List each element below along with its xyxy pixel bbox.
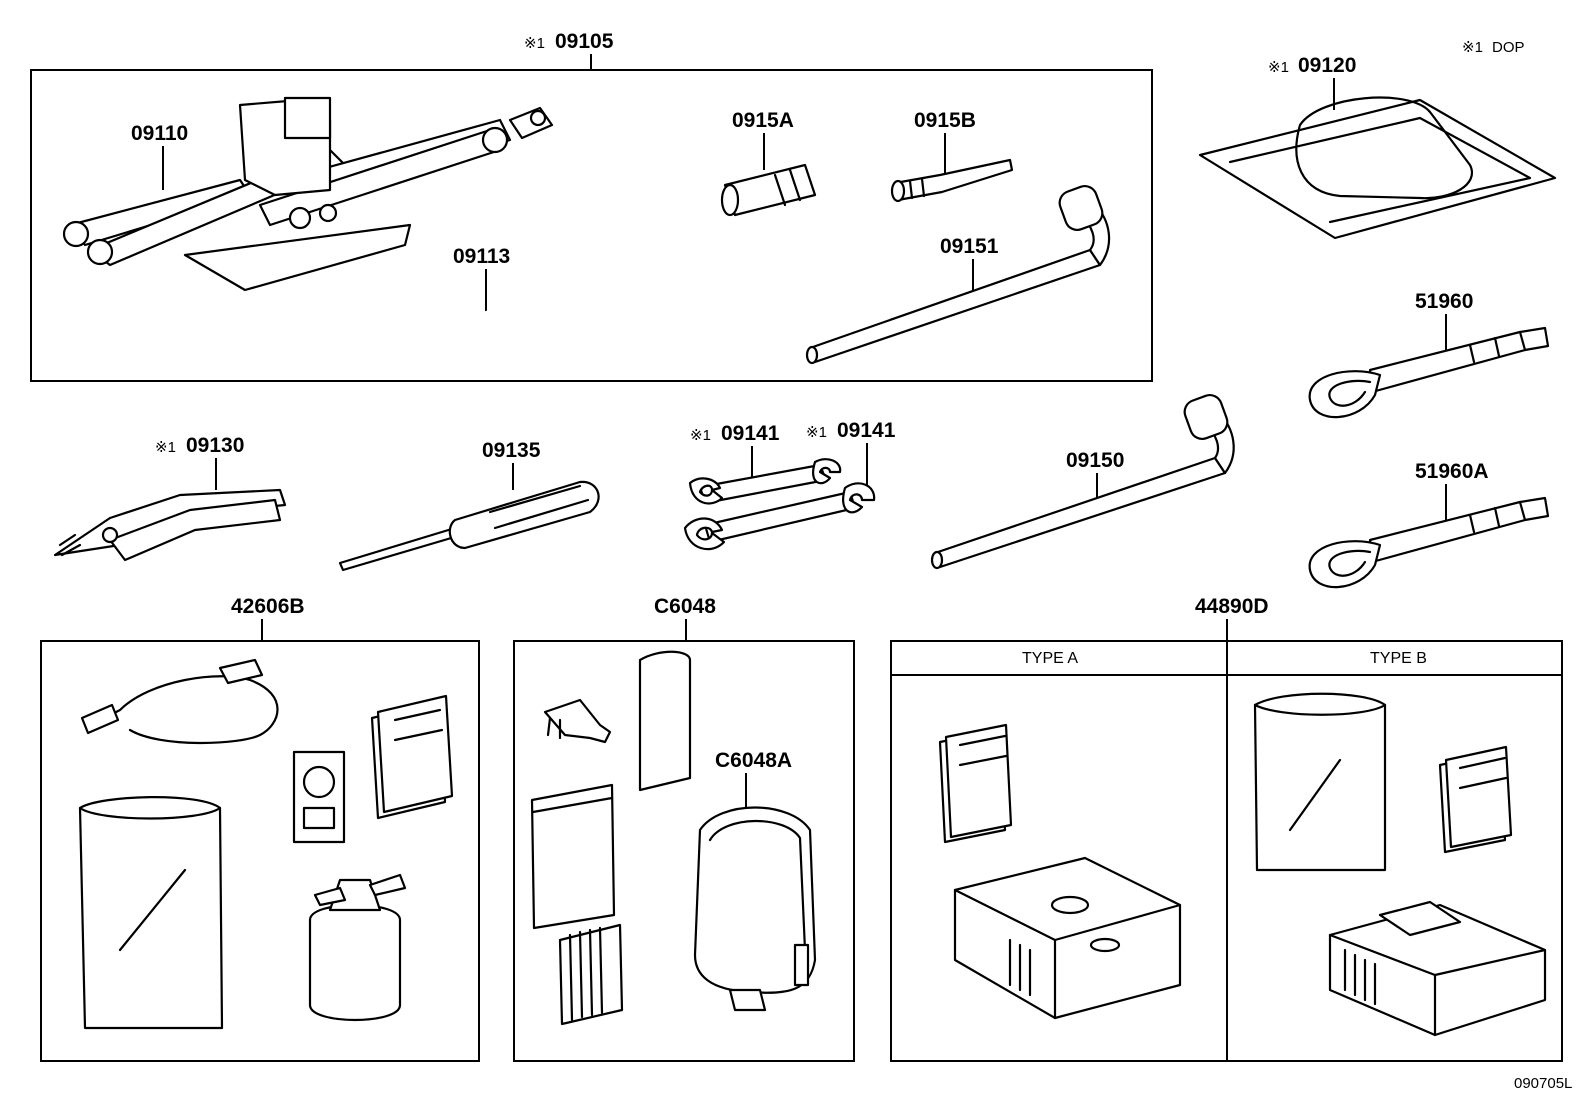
compressor-icon [953,856,1182,1020]
manual-booklet-icon [558,923,624,1026]
dop-note-mark: ※1 [1462,39,1483,56]
part-09141-b[interactable]: ※1 09141 [683,419,896,551]
group-44890D-code: 44890D [1195,595,1269,618]
compressor-bag-icon [693,806,817,1012]
valve-tool-icon [543,698,612,744]
group-09105-mark: ※1 [524,35,545,52]
dop-note-text: DOP [1492,39,1525,56]
group-42606B-code: 42606B [231,595,305,618]
type-a-label: TYPE A [1022,650,1078,667]
part-0915B[interactable]: 0915B [890,109,1014,203]
compressor-icon [1328,900,1547,1037]
part-09141-b-label: 09141 [837,419,896,442]
drawing-code: 090705L [1514,1075,1572,1092]
part-0915A-label: 0915A [732,109,794,132]
part-09110[interactable]: 09110 [62,96,554,292]
part-09120-mark: ※1 [1268,59,1289,76]
part-09113-label: 09113 [453,245,510,268]
group-42606B: 42606B [40,595,480,1062]
group-42606B-frame [40,640,480,1062]
scissor-jack-icon [62,96,554,292]
lug-wrench-icon [805,184,1111,365]
bag-icon [1253,692,1387,872]
part-C6048A[interactable]: C6048A [693,749,817,1012]
part-09135-label: 09135 [482,439,541,462]
bag-icon [530,783,616,930]
tool-bag-icon [1198,96,1557,240]
part-09130-mark: ※1 [155,439,176,456]
group-C6048-code: C6048 [654,595,716,618]
open-end-wrench-icon [683,482,876,551]
group-09105: ※1 09105 [30,30,1153,382]
pressure-label-icon [292,750,346,844]
socket-adapter-icon [720,163,817,217]
screwdriver-icon [338,480,600,572]
repair-kit-hose-icon [80,658,279,745]
towing-eye-icon [1308,496,1550,589]
part-51960[interactable]: 51960 [1308,290,1550,419]
part-09150-label: 09150 [1066,449,1124,472]
part-09141-a-label: 09141 [721,422,780,445]
extension-bit-icon [890,158,1014,203]
bag-icon [78,796,224,1030]
part-09120-label: 09120 [1298,54,1356,77]
part-09151-label: 09151 [940,235,999,258]
part-51960-label: 51960 [1415,290,1473,313]
part-C6048A-label: C6048A [715,749,792,772]
group-09105-frame [30,69,1153,382]
part-09151[interactable]: 09151 [805,183,1111,365]
group-C6048: C6048 [513,595,855,1062]
part-51960A[interactable]: 51960A [1308,460,1550,589]
jack-handle-icon [360,175,652,364]
group-09105-code: 09105 [555,30,614,53]
open-end-wrench-icon [688,458,842,505]
part-09130-label: 09130 [186,434,244,457]
group-C6048-frame [513,640,855,1062]
part-09110-label: 09110 [131,122,188,145]
pliers-icon [53,488,287,562]
type-b-label: TYPE B [1370,650,1427,667]
sticker-sheet-icon [638,650,692,792]
part-09141-a[interactable]: ※1 09141 [688,422,842,505]
dop-note: ※1 DOP [1462,39,1525,56]
manual-booklet-icon [938,723,1013,844]
towing-eye-icon [1308,326,1550,419]
part-0915A[interactable]: 0915A [720,109,817,217]
group-44890D: 44890D TYPE A TYPE B [890,595,1563,1062]
part-09150[interactable]: 09150 [930,392,1235,570]
part-09130[interactable]: ※1 09130 [53,434,287,562]
sealant-bottle-icon [308,873,407,1022]
part-09141-a-mark: ※1 [690,427,711,444]
manual-booklet-icon [370,694,454,820]
part-0915B-label: 0915B [914,109,976,132]
part-09141-b-mark: ※1 [806,424,827,441]
lug-wrench-icon [930,393,1235,570]
part-51960A-label: 51960A [1415,460,1489,483]
part-09135[interactable]: 09135 [338,439,600,572]
part-09120[interactable]: ※1 09120 [1198,54,1557,240]
part-09113[interactable]: 09113 [360,175,652,364]
manual-booklet-icon [1438,745,1513,854]
